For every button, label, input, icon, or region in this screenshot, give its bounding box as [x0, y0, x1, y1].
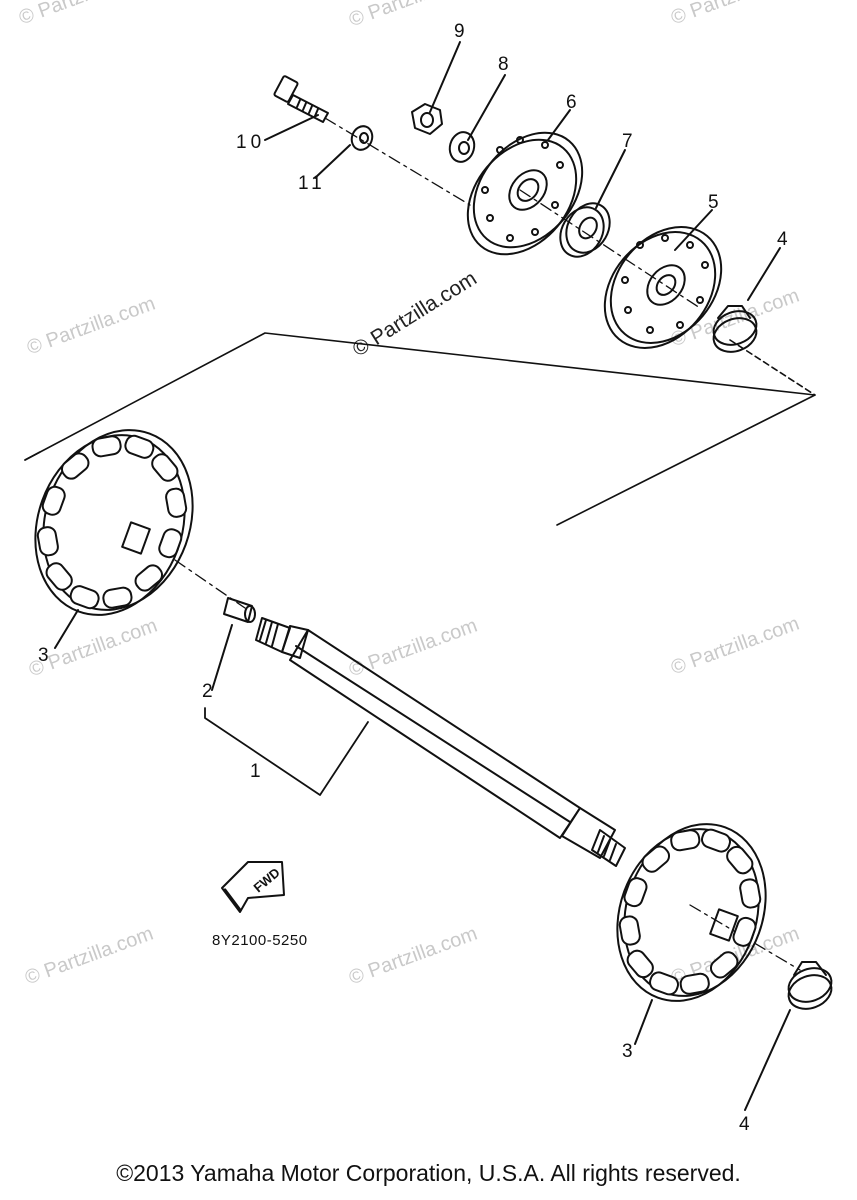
collar-part-2: [223, 597, 256, 623]
copyright-notice: ©2013 Yamaha Motor Corporation, U.S.A. A…: [116, 1160, 741, 1186]
fwd-arrow-icon: [221, 861, 285, 913]
sprocket-tooth: [45, 562, 73, 591]
callout-10: 10: [236, 132, 266, 153]
callout-4-bottom: 4: [739, 1114, 750, 1135]
housing-part-6: [466, 131, 584, 256]
callout-3-right: 3: [622, 1041, 633, 1062]
callout-11: 11: [298, 173, 326, 194]
sprocket-tooth: [60, 452, 90, 480]
sprocket-tooth: [134, 564, 164, 592]
washer-part-11: [350, 125, 374, 151]
sprocket-tooth: [701, 828, 731, 853]
sprocket-tooth: [102, 586, 133, 609]
sprocket-tooth: [626, 949, 654, 979]
sprocket-tooth: [709, 951, 739, 979]
callout-8: 8: [498, 54, 509, 75]
callout-6: 6: [566, 92, 577, 113]
sprocket-tooth: [91, 435, 122, 458]
bolt-part-10: [273, 75, 329, 123]
callout-2: 2: [202, 681, 213, 702]
sprocket-part-3-left: [34, 429, 194, 616]
sprocket-tooth: [69, 585, 100, 610]
sprocket-part-3-right: [616, 823, 767, 1002]
axis-line: [174, 117, 801, 971]
sprocket-tooth: [679, 972, 710, 995]
bracket-part-1: [204, 707, 369, 796]
callout-3-left: 3: [38, 645, 49, 666]
sprocket-tooth: [623, 877, 648, 908]
sprocket-tooth: [41, 485, 66, 516]
sprocket-tooth: [165, 487, 188, 518]
clip-part-4-bottom: [787, 961, 833, 1010]
callout-5: 5: [708, 192, 719, 213]
sprocket-tooth: [618, 915, 641, 946]
leader-lines: [54, 41, 791, 1111]
sprocket-tooth: [739, 878, 762, 909]
callout-9: 9: [454, 21, 465, 42]
plate-part-5: [603, 226, 723, 349]
sprocket-tooth: [649, 971, 679, 996]
sprocket-tooth: [670, 829, 701, 852]
sprocket-tooth: [641, 845, 671, 873]
sprocket-tooth: [726, 845, 754, 875]
sprocket-tooth: [732, 916, 757, 947]
diagram-code: 8Y2100-5250: [212, 932, 308, 949]
assembly-outline: [24, 332, 816, 526]
sprocket-tooth: [158, 528, 183, 559]
clip-part-4-top: [712, 305, 758, 353]
sprocket-tooth: [36, 526, 59, 557]
shaft-part-1: [255, 617, 626, 867]
callout-1: 1: [250, 761, 261, 782]
sprocket-tooth: [151, 453, 179, 482]
washer-part-8: [448, 131, 476, 163]
nut-part-9: [411, 103, 443, 135]
callout-4-top: 4: [777, 229, 788, 250]
sprocket-tooth: [124, 434, 155, 459]
callout-7: 7: [622, 131, 633, 152]
bearing-part-7: [559, 202, 611, 258]
